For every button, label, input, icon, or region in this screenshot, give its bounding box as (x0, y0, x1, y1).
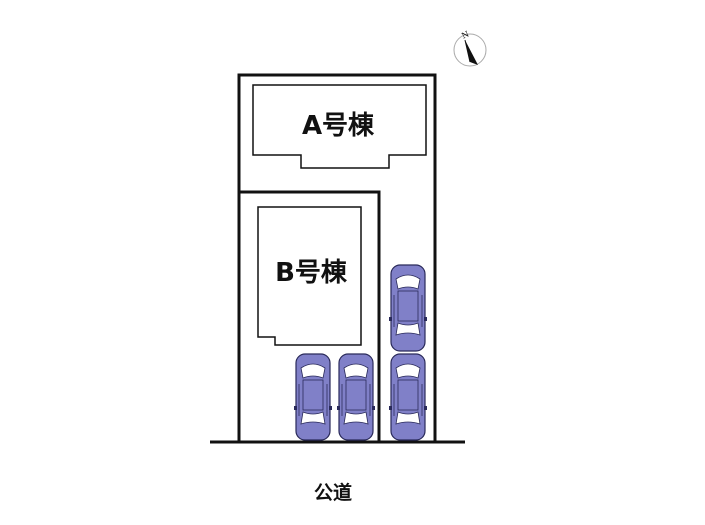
building-a-label: A号棟 (302, 111, 375, 141)
building-b-outline (257, 206, 362, 346)
parked-car (388, 353, 428, 441)
building-a-outline (252, 84, 427, 169)
parked-car (388, 264, 428, 352)
parked-car (336, 353, 376, 441)
building-b-label: B号棟 (275, 258, 348, 288)
lot-b-boundary (239, 190, 381, 442)
parked-car (293, 353, 333, 441)
north-arrow-icon: N (453, 29, 487, 67)
road-label: 公道 (314, 481, 352, 504)
compass-north-label: N (460, 29, 470, 40)
